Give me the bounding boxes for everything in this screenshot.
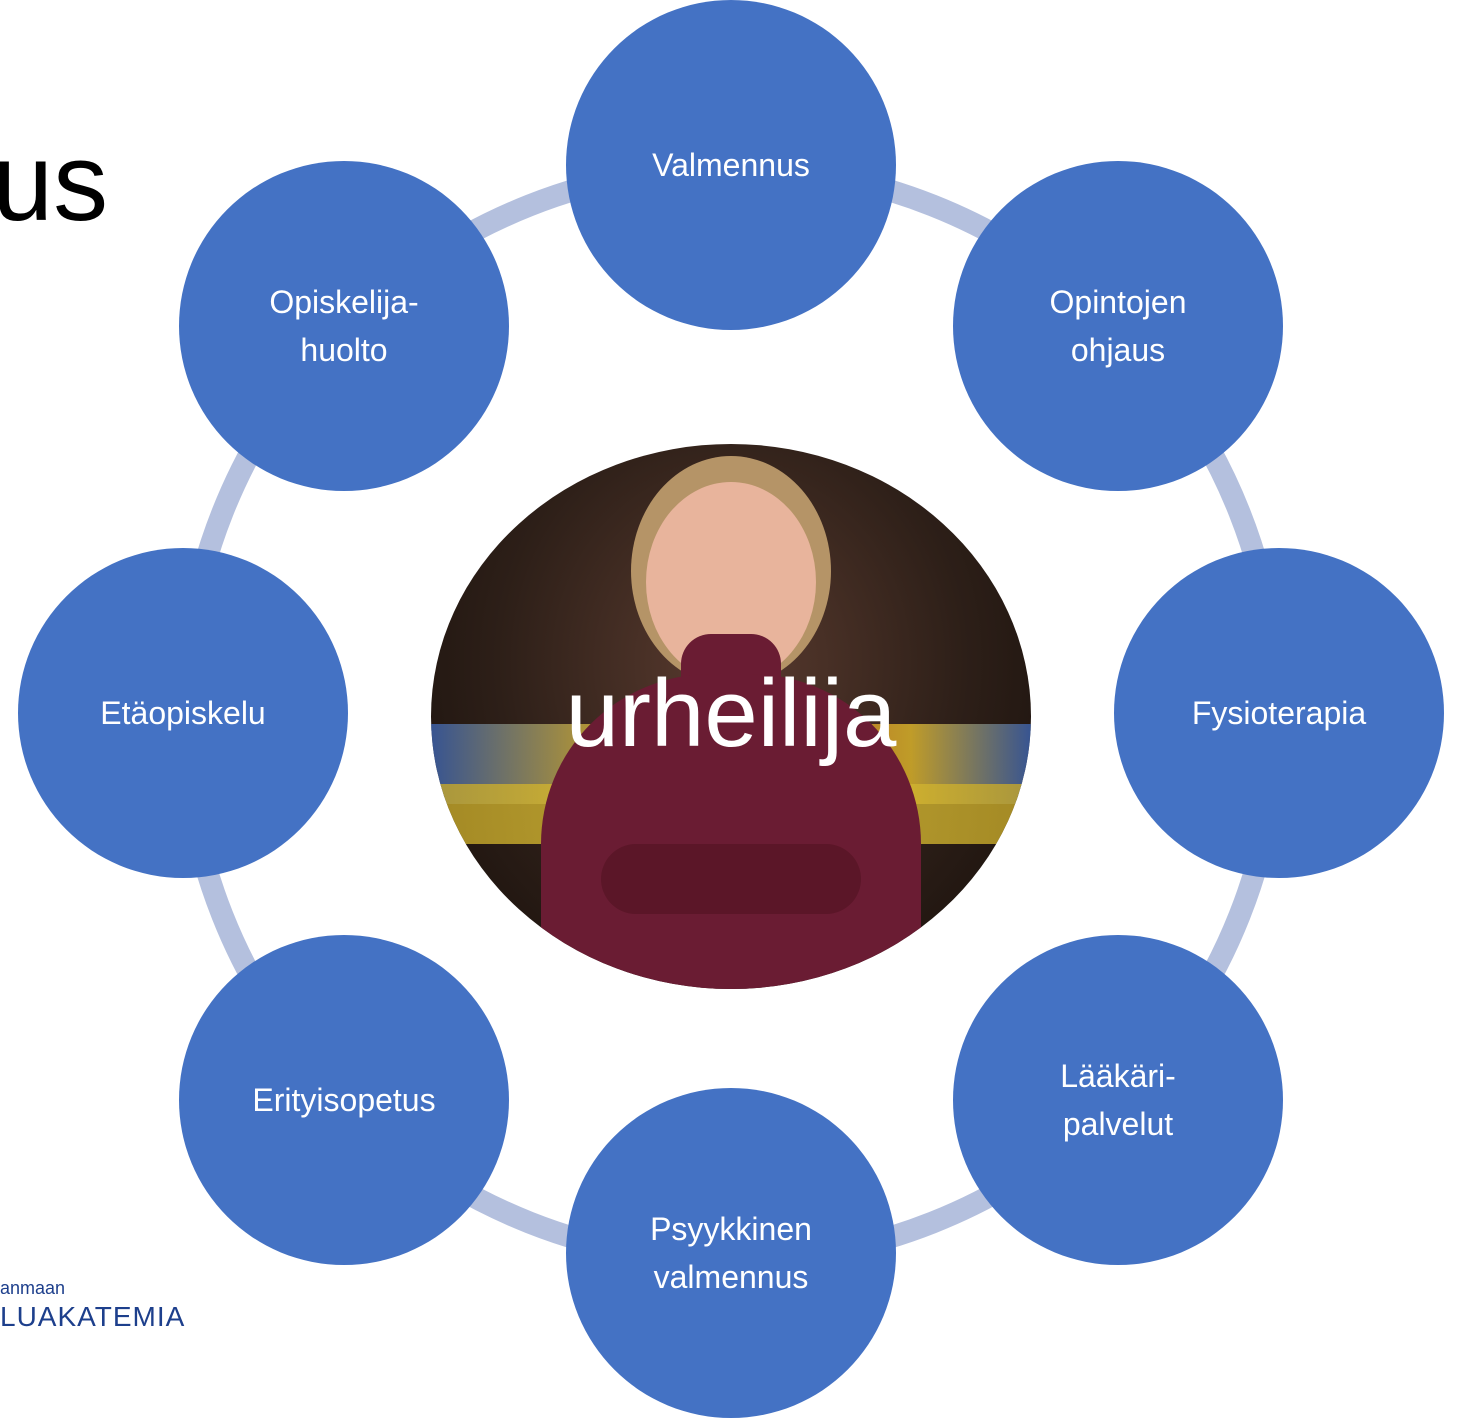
node-etaopiskelu: Etäopiskelu bbox=[18, 548, 348, 878]
node-line: Fysioterapia bbox=[1191, 695, 1367, 731]
node-text: Opiskelija- huolto bbox=[269, 278, 418, 374]
athlete-body bbox=[541, 674, 921, 989]
slide-title: us bbox=[0, 121, 109, 244]
node-line: Etäopiskelu bbox=[100, 695, 266, 731]
node-line: Opintojen bbox=[1049, 284, 1187, 320]
node-psyykkinen-valmennus: Psyykkinen valmennus bbox=[566, 1088, 896, 1418]
node-fysioterapia: Fysioterapia bbox=[1114, 548, 1444, 878]
node-text: Etäopiskelu bbox=[100, 689, 265, 737]
node-text: Fysioterapia bbox=[1192, 689, 1366, 737]
node-line: Lääkäri- bbox=[1060, 1058, 1176, 1094]
node-text: Valmennus bbox=[652, 141, 810, 189]
node-line: Valmennus bbox=[652, 147, 810, 183]
node-line: valmennus bbox=[653, 1259, 809, 1295]
node-line: huolto bbox=[300, 332, 388, 368]
logo-line-large: LUAKATEMIA bbox=[0, 1300, 186, 1332]
node-line: palvelut bbox=[1062, 1106, 1174, 1142]
academy-logo: anmaan LUAKATEMIA bbox=[0, 1278, 185, 1333]
node-opintojen-ohjaus: Opintojen ohjaus bbox=[953, 161, 1283, 491]
node-text: Lääkäri- palvelut bbox=[1060, 1052, 1176, 1148]
node-valmennus: Valmennus bbox=[566, 0, 896, 330]
node-text: Psyykkinen valmennus bbox=[650, 1205, 812, 1301]
node-erityisopetus: Erityisopetus bbox=[179, 935, 509, 1265]
center-label: urheilija bbox=[565, 660, 897, 767]
node-laakaripalvelut: Lääkäri- palvelut bbox=[953, 935, 1283, 1265]
node-text: Erityisopetus bbox=[252, 1076, 435, 1124]
node-line: ohjaus bbox=[1070, 332, 1166, 368]
athlete-crossed-arms bbox=[601, 844, 861, 914]
logo-line-small: anmaan bbox=[0, 1278, 66, 1298]
node-line: Psyykkinen bbox=[650, 1211, 812, 1247]
node-line: Opiskelija- bbox=[269, 284, 419, 320]
node-text: Opintojen ohjaus bbox=[1050, 278, 1187, 374]
node-line: Erityisopetus bbox=[252, 1082, 436, 1118]
athlete-photo: urheilija bbox=[431, 444, 1031, 989]
node-opiskelijahuolto: Opiskelija- huolto bbox=[179, 161, 509, 491]
